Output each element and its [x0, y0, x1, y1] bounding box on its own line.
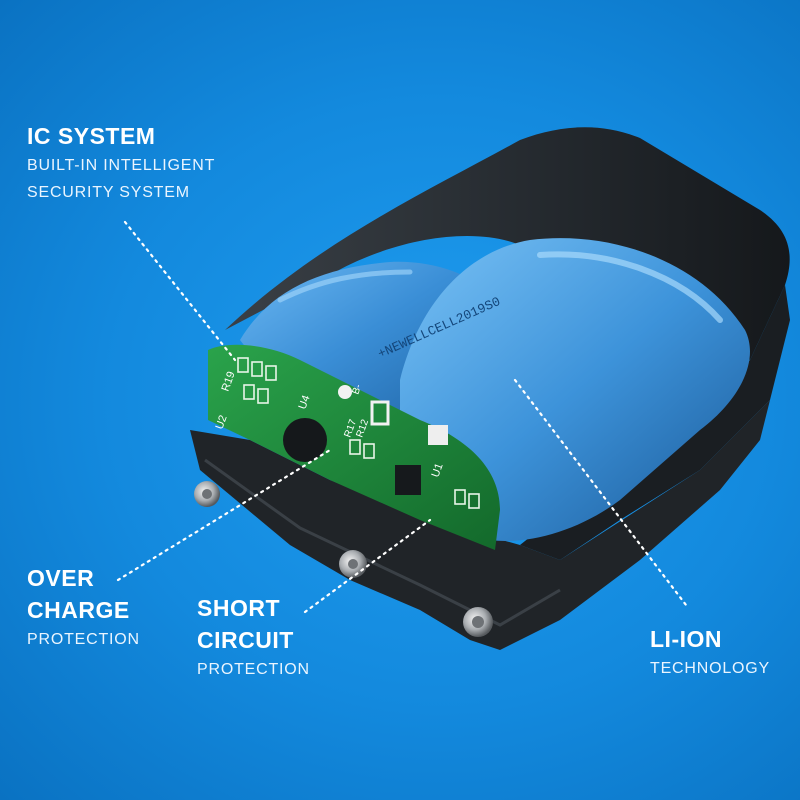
callout-li-ion-title: LI-ION — [650, 626, 722, 652]
pcb-resistor-array — [237, 357, 480, 509]
callout-leader-lines — [116, 220, 688, 614]
battery-cell-right — [400, 238, 750, 541]
pcb-label-u2: U2 — [214, 414, 230, 431]
callout-short-circuit-title-1: SHORT — [197, 595, 280, 621]
callout-over-charge: OVER CHARGE PROTECTION — [27, 562, 140, 653]
callout-ic-system-subtitle-2: SECURITY SYSTEM — [27, 184, 190, 201]
leader-li-ion — [513, 378, 688, 607]
callout-over-charge-title-1: OVER — [27, 565, 95, 591]
battery-base-ridge — [204, 458, 561, 627]
pcb-led — [338, 385, 352, 399]
callout-over-charge-subtitle: PROTECTION — [27, 631, 140, 648]
circuit-board — [208, 344, 500, 550]
callout-short-circuit: SHORT CIRCUIT PROTECTION — [197, 592, 310, 683]
callout-ic-system-subtitle-1: BUILT-IN INTELLIGENT — [27, 157, 216, 174]
pcb-label-u4: U4 — [297, 394, 313, 411]
callout-li-ion: LI-ION TECHNOLOGY — [650, 623, 770, 682]
callout-short-circuit-subtitle: PROTECTION — [197, 661, 310, 678]
pcb-pad-bracket — [370, 400, 390, 426]
pcb-buzzer — [283, 418, 327, 462]
screw-middle-center — [348, 559, 358, 569]
pcb-label-b-minus: B- — [350, 383, 364, 396]
callout-ic-system: IC SYSTEM BUILT-IN INTELLIGENT SECURITY … — [27, 120, 215, 206]
leader-short-circuit — [303, 518, 432, 614]
battery-cell-highlight-left — [277, 269, 413, 303]
leader-over-charge — [116, 448, 332, 582]
leader-ic-system — [123, 220, 237, 362]
callout-li-ion-subtitle: TECHNOLOGY — [650, 660, 771, 677]
callout-over-charge-title-2: CHARGE — [27, 597, 130, 623]
screw-left-center — [202, 489, 212, 499]
screw-right-center — [472, 616, 484, 628]
pcb-pad — [428, 425, 448, 445]
pcb-chip — [395, 465, 421, 495]
battery-base — [190, 400, 770, 650]
pcb-label-u1: U1 — [430, 462, 446, 479]
callout-ic-system-title: IC SYSTEM — [27, 123, 156, 149]
battery-cell-highlight — [537, 251, 723, 323]
callout-short-circuit-title-2: CIRCUIT — [197, 627, 294, 653]
